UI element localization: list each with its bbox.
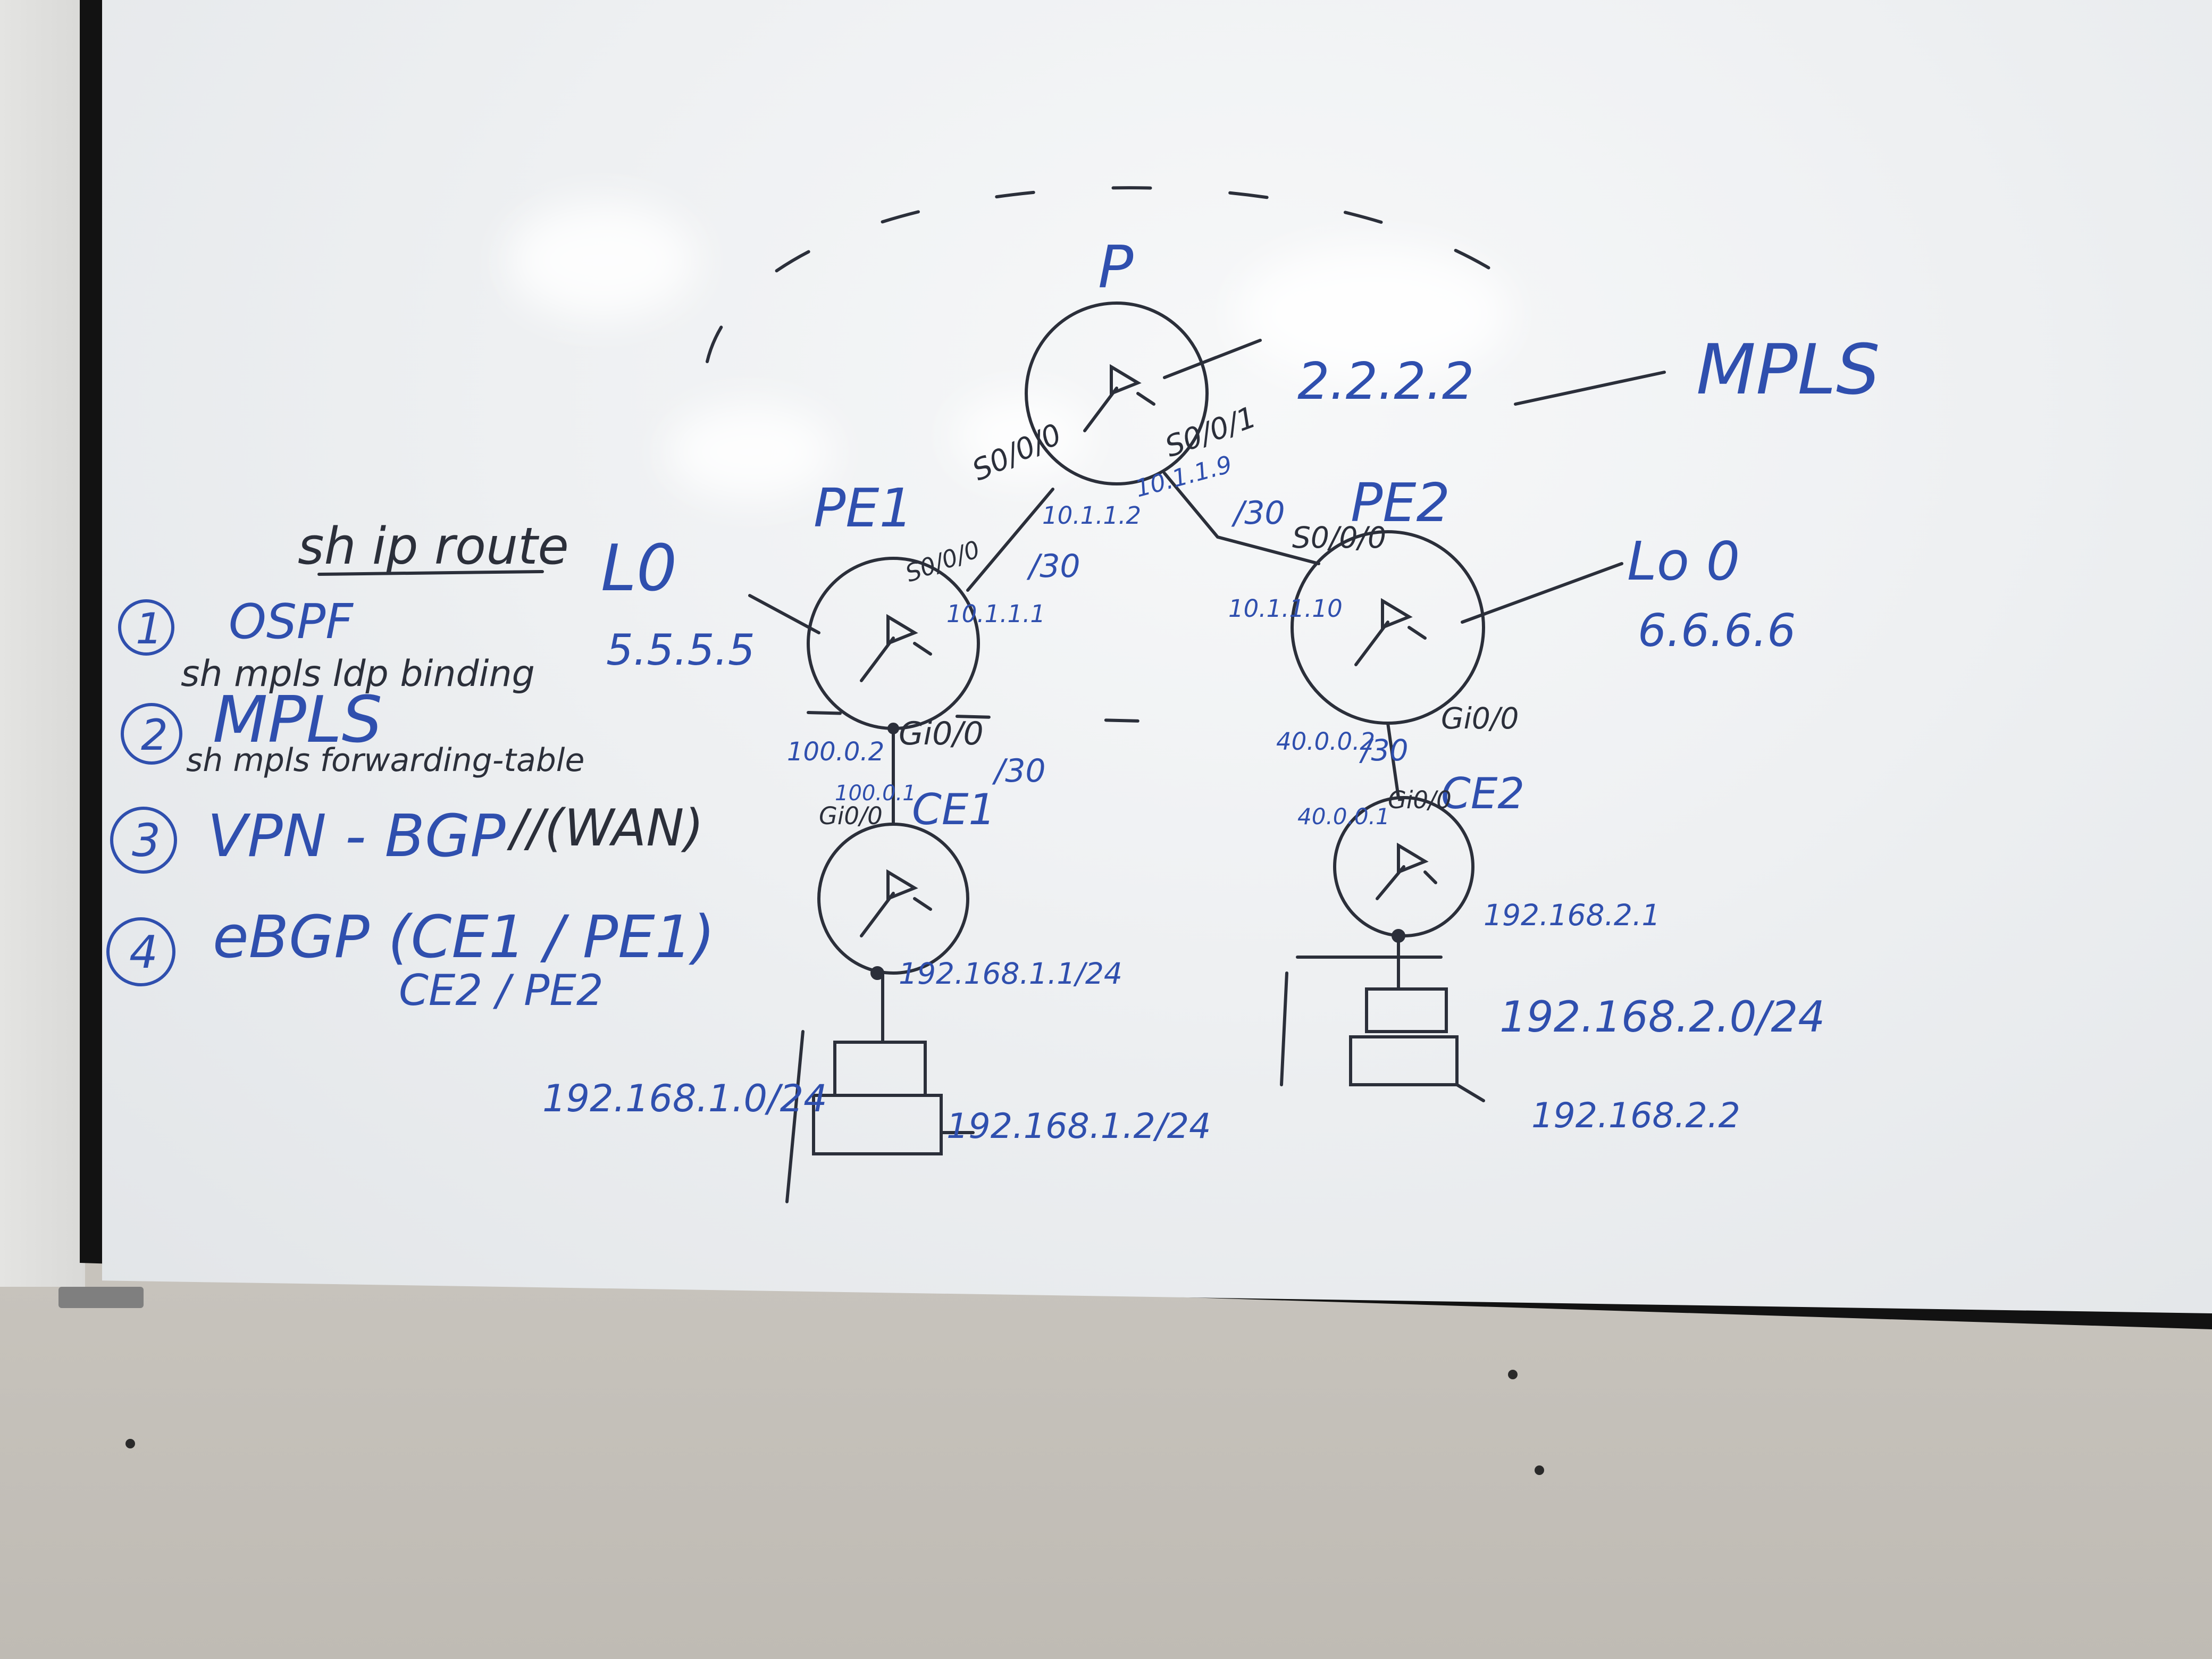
ce2-iface-g: Gi0/0 <box>1388 786 1452 814</box>
router-ce1 <box>817 823 969 975</box>
note-number-circle <box>110 807 177 874</box>
router-pe2-name: PE2 <box>1351 472 1450 534</box>
pe2-ip-g: 40.0.0.2 <box>1276 727 1375 756</box>
note-cmd-fwd: sh mpls forwarding-table <box>186 742 584 779</box>
pe2-loopback-label: Lo 0 <box>1627 530 1740 592</box>
pe2-ip-s: 10.1.1.10 <box>1228 594 1343 623</box>
p-loopback: 2.2.2.2 <box>1297 353 1474 411</box>
pe1-ce1-mask: /30 <box>992 752 1046 790</box>
ce2-lan-ip: 192.168.2.1 <box>1484 898 1660 932</box>
whiteboard-surface <box>102 0 2212 1313</box>
p-iface-s000: S0/0/0 <box>967 417 1066 488</box>
pe1-iface-g: Gi0/0 <box>899 715 984 752</box>
switch-lan1 <box>785 1030 975 1203</box>
ce1-iface-g: Gi0/0 <box>819 802 883 830</box>
pe1-iface-s: S0/0/0 <box>902 535 984 588</box>
pe1-ip-g: 100.0.2 <box>787 737 884 767</box>
loopback-pointer-pe1 <box>748 594 820 634</box>
pe1-loopback: 5.5.5.5 <box>606 625 755 675</box>
wall-screw <box>1508 1370 1518 1379</box>
note-item-extra: CE2 / PE2 <box>399 966 604 1015</box>
loopback-pointer-p <box>1163 339 1262 379</box>
router-pe2 <box>1291 530 1485 725</box>
pe2-loopback: 6.6.6.6 <box>1638 605 1796 657</box>
interface-dot <box>887 723 899 734</box>
lan1-host: 192.168.1.2/24 <box>946 1107 1211 1146</box>
note-item-text: OSPF <box>229 594 354 650</box>
p-pe1-mask: /30 <box>1026 548 1080 585</box>
lan2-network: 192.168.2.0/24 <box>1499 992 1825 1042</box>
marker-tray <box>58 1287 144 1308</box>
pe2-iface-s: S0/0/0 <box>1292 521 1386 555</box>
router-p-name: P <box>1098 233 1134 301</box>
mpls-pointer <box>1514 371 1666 406</box>
loopback-pointer-pe2 <box>1461 562 1623 624</box>
note-item-extra: //(WAN) <box>507 799 703 858</box>
p-pe1-ip: 10.1.1.2 <box>1042 501 1141 530</box>
underline <box>317 570 544 576</box>
mpls-title: MPLS <box>1696 329 1880 410</box>
router-ce1-name: CE1 <box>912 785 995 834</box>
router-pe1 <box>807 557 980 730</box>
note-item-text: MPLS <box>213 683 382 757</box>
link-p-pe2 <box>1163 472 1320 565</box>
note-item-number: 2 <box>141 710 168 760</box>
light-glare <box>666 404 836 500</box>
note-item-number: 3 <box>132 815 161 867</box>
ce1-lan-ip: 192.168.1.1/24 <box>899 957 1122 991</box>
note-item-text: eBGP (CE1 / PE1) <box>213 903 715 971</box>
router-pe1-name: PE1 <box>814 477 913 539</box>
lan2-host: 192.168.2.2 <box>1531 1096 1740 1136</box>
link-pe2-ce2 <box>1386 722 1400 799</box>
router-ce2-name: CE2 <box>1441 769 1524 818</box>
wall-screw <box>125 1439 135 1448</box>
mpls-cloud-boundary <box>807 711 1225 725</box>
light-glare <box>953 393 1091 479</box>
note-item-number: 4 <box>129 926 158 979</box>
ce1-ip-g: 100.0.1 <box>835 781 916 806</box>
p-pe2-mask: /30 <box>1231 495 1285 532</box>
note-number-circle <box>118 599 174 656</box>
note-cmd-route: sh ip route <box>298 517 569 576</box>
pe2-ce2-mask: /30 <box>1359 733 1409 767</box>
light-glare <box>1235 245 1511 383</box>
note-number-circle <box>106 917 175 986</box>
lan1-network: 192.168.1.0/24 <box>542 1077 827 1120</box>
note-item-number: 1 <box>136 604 163 653</box>
interface-dot <box>1392 929 1405 943</box>
pe1-ip-s: 10.1.1.1 <box>946 600 1045 628</box>
ce2-ip-g: 40.0.0.1 <box>1297 803 1390 830</box>
router-symbol <box>860 364 1437 937</box>
note-item-text: VPN - BGP <box>207 802 506 870</box>
wall-screw <box>1535 1465 1544 1475</box>
note-cmd-ldp: sh mpls ldp binding <box>181 653 535 695</box>
link-p-pe1 <box>966 488 1054 592</box>
switch-lan2 <box>1280 956 1485 1102</box>
pe1-loopback-label: L0 <box>601 532 677 606</box>
adjacent-whiteboard <box>0 0 85 1287</box>
pe2-iface-g: Gi0/0 <box>1441 701 1519 735</box>
note-number-circle <box>121 703 182 765</box>
router-p <box>1025 301 1209 485</box>
light-glare <box>506 202 698 319</box>
interface-dot <box>870 966 884 980</box>
